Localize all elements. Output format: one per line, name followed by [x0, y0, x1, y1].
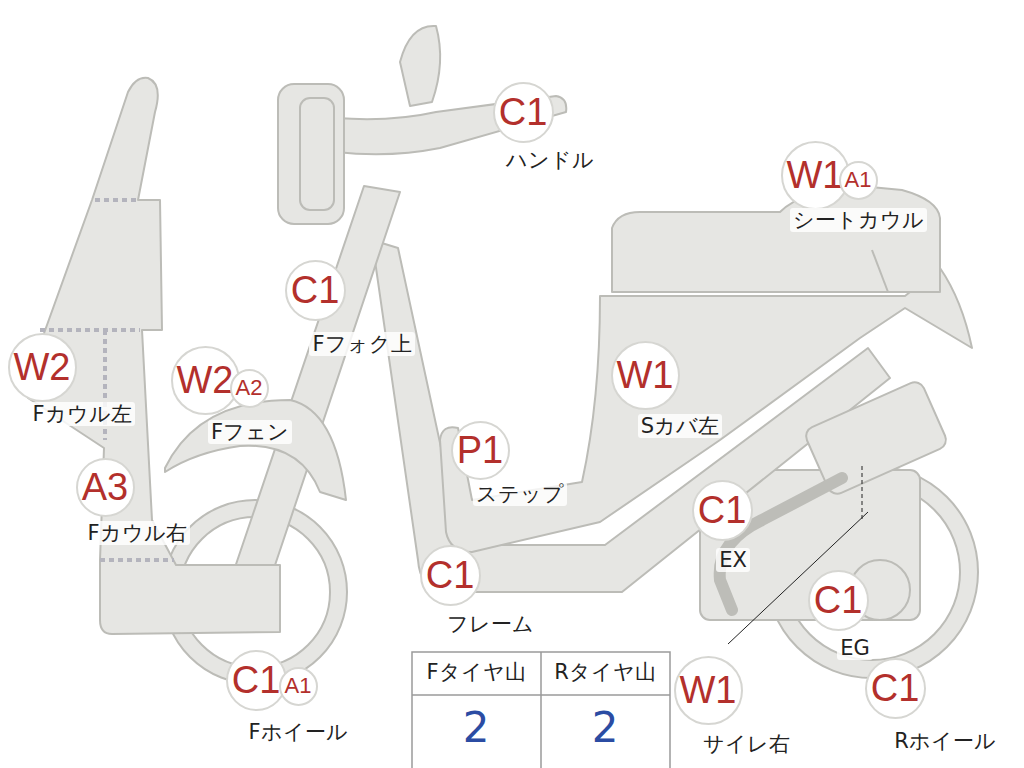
- damage-code: P1: [457, 431, 503, 469]
- table-rule: [540, 652, 542, 768]
- damage-code: A3: [82, 468, 128, 506]
- damage-code: C1: [499, 93, 548, 131]
- front-fender: [165, 400, 346, 500]
- tread-value: 2: [589, 704, 622, 752]
- damage-callout: W1: [611, 341, 680, 410]
- leader-line: [862, 466, 863, 522]
- damage-code: A1: [285, 675, 312, 697]
- damage-callout: C1: [493, 82, 554, 143]
- part-name: ハンドル: [503, 148, 597, 172]
- part-name: フレーム: [444, 612, 537, 636]
- part-name: Fホイール: [245, 720, 350, 744]
- small-callout: A2: [230, 369, 269, 408]
- part-name: Fフォク上: [309, 332, 414, 356]
- seat-seam: [872, 250, 888, 292]
- part-name: Fフェン: [208, 420, 292, 444]
- part-name: Fカウル右: [84, 521, 189, 545]
- damage-code: A1: [845, 169, 872, 191]
- damage-callout: W2: [8, 333, 77, 402]
- damage-code: A2: [236, 377, 263, 399]
- damage-callout: C1: [285, 260, 346, 321]
- damage-code: W1: [787, 156, 844, 194]
- panel-joint: [40, 328, 140, 332]
- part-name: Rホイール: [891, 729, 999, 753]
- damage-callout: C1: [808, 570, 869, 631]
- headlight: [278, 84, 344, 224]
- damage-code: W2: [177, 361, 234, 399]
- seat: [612, 186, 940, 292]
- part-name: EG: [837, 636, 873, 660]
- headlight-lens: [300, 98, 334, 210]
- part-name: Sカバ左: [638, 414, 722, 438]
- tire-table: [412, 652, 670, 768]
- damage-code: C1: [814, 581, 863, 619]
- mirror: [400, 26, 440, 106]
- damage-code: C1: [426, 556, 475, 594]
- damage-code: W1: [680, 671, 737, 709]
- table-header: Rタイヤ山: [551, 660, 659, 684]
- part-name: ステップ: [473, 482, 567, 506]
- damage-code: C1: [871, 669, 920, 707]
- leader-line: [728, 512, 868, 644]
- damage-code: C1: [232, 661, 281, 699]
- panel-joint: [95, 198, 138, 202]
- damage-code: C1: [698, 491, 747, 529]
- small-callout: A1: [839, 161, 878, 200]
- body-cover: [440, 268, 972, 552]
- damage-callout: W1: [674, 656, 743, 725]
- part-name: Fカウル左: [29, 402, 134, 426]
- part-name: シートカウル: [790, 208, 927, 232]
- part-name: EX: [716, 548, 750, 572]
- front-fork: [228, 186, 400, 598]
- muffler: [803, 379, 949, 497]
- damage-callout: C1: [420, 545, 481, 606]
- damage-callout: C1: [692, 480, 753, 541]
- damage-code: C1: [291, 271, 340, 309]
- damage-callout: C1: [226, 650, 287, 711]
- part-name: サイレ右: [700, 732, 793, 756]
- tread-value: 2: [460, 704, 493, 752]
- damage-callout: W2: [171, 346, 240, 415]
- damage-code: W2: [14, 348, 71, 386]
- table-header: Fタイヤ山: [423, 660, 528, 684]
- small-callout: A1: [279, 667, 318, 706]
- damage-callout: A3: [76, 458, 135, 517]
- damage-code: W1: [617, 356, 674, 394]
- panel-joint: [100, 558, 174, 562]
- damage-callout: P1: [451, 421, 510, 480]
- damage-callout: C1: [865, 658, 926, 719]
